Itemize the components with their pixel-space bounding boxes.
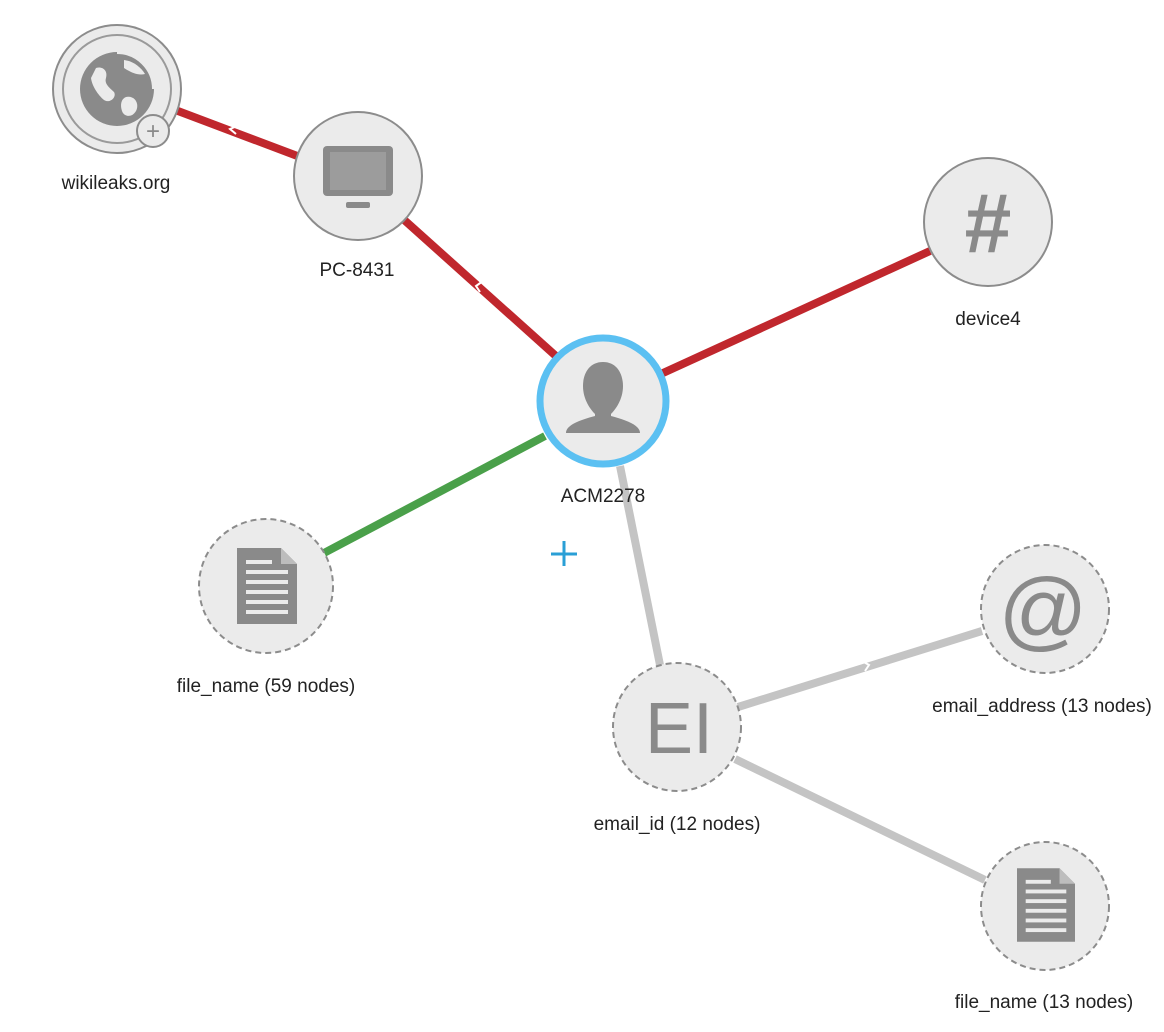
node-label: email_id (12 nodes)	[594, 814, 761, 835]
edge-acm-email-id[interactable]	[616, 465, 664, 666]
node-file-name-59[interactable]: file_name (59 nodes)	[177, 518, 356, 697]
edge-email-id-email-address[interactable]	[736, 627, 984, 711]
edge-acm-file-name[interactable]	[322, 432, 547, 557]
edge-email-id-file-name[interactable]	[733, 755, 987, 884]
globe-icon	[80, 50, 156, 126]
node-label: ACM2278	[561, 486, 646, 507]
monitor-icon	[323, 146, 393, 208]
edge-acm-device4[interactable]	[661, 247, 932, 377]
at-sign-icon: @	[998, 560, 1087, 659]
edge-direction-arrow	[228, 125, 238, 135]
node-label: file_name (13 nodes)	[955, 992, 1134, 1013]
node-wikileaks[interactable]: + wikileaks.org	[52, 24, 182, 194]
add-node-button[interactable]	[551, 541, 577, 566]
hash-icon: #	[965, 176, 1012, 270]
edge-direction-arrow	[861, 660, 871, 672]
node-pc-8431[interactable]: PC-8431	[293, 111, 423, 281]
person-icon	[566, 362, 640, 433]
node-email-id-12[interactable]: EI email_id (12 nodes)	[594, 662, 761, 835]
edge-pc-acm[interactable]	[399, 215, 560, 360]
node-label: PC-8431	[320, 260, 395, 281]
expand-badge[interactable]: +	[136, 114, 170, 148]
edges	[168, 104, 987, 884]
email-id-icon: EI	[645, 689, 713, 769]
document-icon	[1017, 868, 1075, 942]
expand-badge-plus: +	[146, 118, 160, 145]
node-device4[interactable]: # device4	[923, 157, 1053, 330]
edge-direction-arrow	[474, 280, 484, 293]
node-email-address-13[interactable]: @ email_address (13 nodes)	[932, 544, 1152, 717]
node-acm2278[interactable]: ACM2278	[536, 334, 670, 507]
node-label: wikileaks.org	[61, 173, 171, 194]
node-file-name-13[interactable]: file_name (13 nodes)	[955, 841, 1134, 1013]
node-label: device4	[955, 309, 1021, 330]
node-label: email_address (13 nodes)	[932, 696, 1152, 717]
node-label: file_name (59 nodes)	[177, 676, 356, 697]
document-icon	[237, 548, 297, 624]
